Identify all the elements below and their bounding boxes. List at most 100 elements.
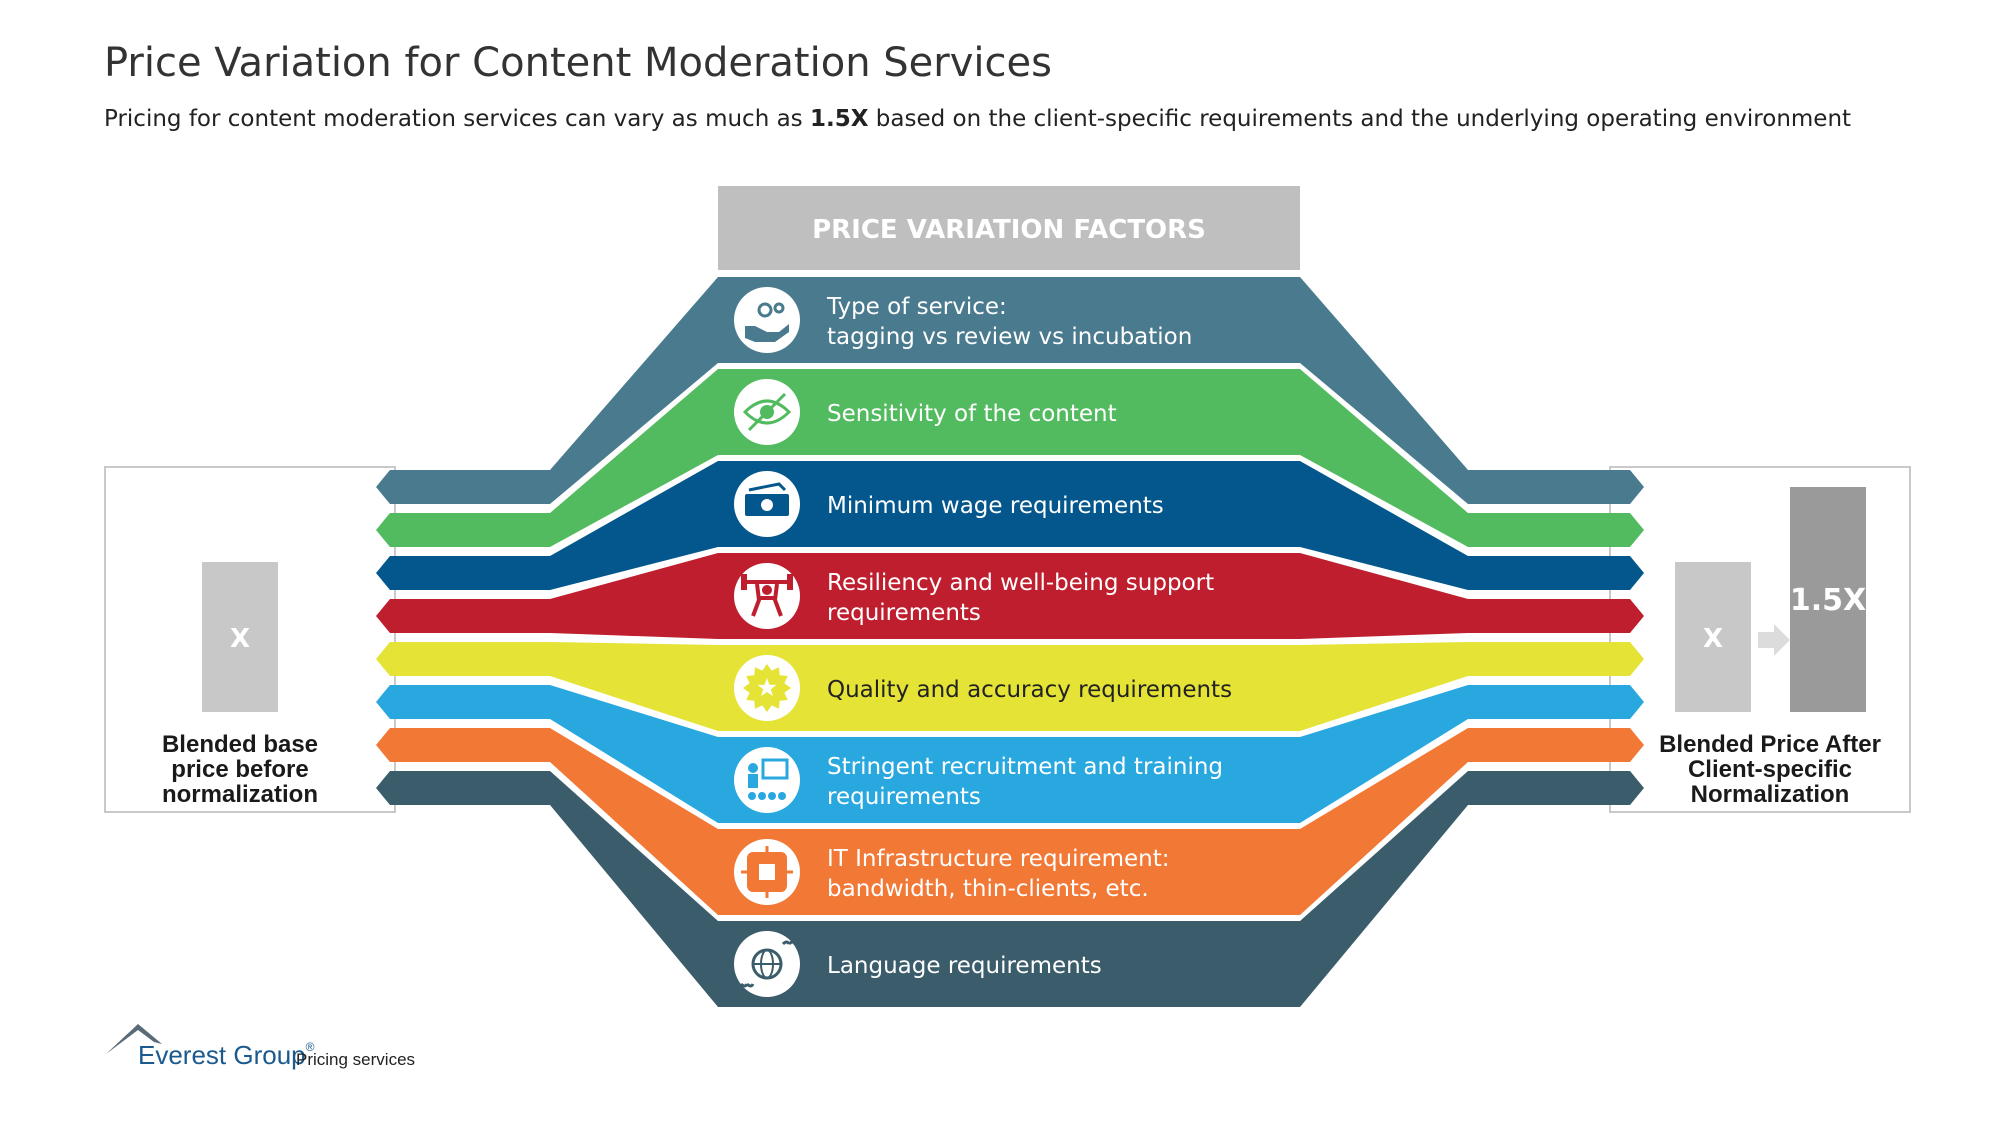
left-chevron-6 xyxy=(376,685,550,719)
factor-band-1: Type of service: tagging vs review vs inc… xyxy=(718,277,1300,363)
left-caption-line-3: normalization xyxy=(161,781,318,808)
brand-service: Pricing services xyxy=(296,1050,416,1069)
factor-band-background xyxy=(718,461,1300,547)
page-subtitle: Pricing for content moderation services … xyxy=(104,106,1851,132)
brand-registered-mark: ® xyxy=(305,1040,315,1054)
right-caption-line-1: Blended Price After xyxy=(1659,731,1881,758)
factor-label-line-1: Stringent recruitment and training xyxy=(827,754,1223,780)
factor-band-background xyxy=(718,277,1300,363)
left-funnel-segment-5 xyxy=(550,642,718,731)
arrow-right-icon xyxy=(1758,624,1790,656)
left-funnel-segment-6 xyxy=(550,685,718,823)
right-chevron-5 xyxy=(1468,642,1644,676)
factor-band-background xyxy=(718,645,1300,731)
factor-bands: Type of service: tagging vs review vs inc… xyxy=(718,277,1300,1007)
left-chevron-2 xyxy=(376,513,550,547)
factors-header-background xyxy=(718,186,1300,270)
factor-label: Minimum wage requirements xyxy=(827,493,1164,519)
right-caption-line-3: Normalization xyxy=(1690,781,1850,808)
subtitle-text-after: based on the client-specific requirement… xyxy=(868,106,1852,132)
factors-header-label: PRICE VARIATION FACTORS xyxy=(812,215,1206,245)
right-chevrons xyxy=(1468,470,1644,805)
factor-band-3: Minimum wage requirements xyxy=(718,461,1300,547)
right-funnel-segment-7 xyxy=(1300,728,1468,915)
left-chevron-4 xyxy=(376,599,550,633)
eye-slash-icon xyxy=(734,379,800,445)
factor-band-2: Sensitivity of the content xyxy=(718,369,1300,455)
right-caption: Blended Price After Client-specific Norm… xyxy=(1630,732,1910,807)
right-chevron-2 xyxy=(1468,513,1644,547)
right-funnel xyxy=(1300,277,1468,1007)
factor-band-background xyxy=(718,737,1300,823)
right-chevron-6 xyxy=(1468,685,1644,719)
factor-band-background xyxy=(718,921,1300,1007)
globe-quote-icon xyxy=(734,931,800,997)
brand-name-text: Everest Group xyxy=(138,1040,306,1070)
factor-label-line-1: Resiliency and well-being support xyxy=(827,570,1214,596)
factor-label-line-2: tagging vs review vs incubation xyxy=(827,324,1192,350)
brand-name: Everest Group® xyxy=(138,1040,314,1071)
factor-band-5: Quality and accuracy requirements xyxy=(718,645,1300,731)
right-funnel-segment-3 xyxy=(1300,461,1468,590)
factor-band-background xyxy=(718,553,1300,639)
base-price-bar xyxy=(202,562,278,712)
left-funnel-segment-2 xyxy=(550,369,718,547)
right-chevron-4 xyxy=(1468,599,1644,633)
base-price-bar-label: X xyxy=(230,624,250,654)
factor-label-line-1: Type of service: xyxy=(826,294,1007,320)
everest-group-logo-icon xyxy=(106,1024,162,1054)
normalized-base-bar xyxy=(1675,562,1751,712)
factor-band-4: Resiliency and well-being support require… xyxy=(718,553,1300,639)
right-chevron-1 xyxy=(1468,470,1644,504)
right-funnel-segment-5 xyxy=(1300,642,1468,731)
right-chevron-7 xyxy=(1468,728,1644,762)
left-chevron-1 xyxy=(376,470,550,504)
trainer-icon xyxy=(734,747,800,813)
factor-label-line-2: requirements xyxy=(827,784,981,810)
factor-label: Quality and accuracy requirements xyxy=(827,677,1232,703)
left-chevron-8 xyxy=(376,771,550,805)
factor-band-background xyxy=(718,829,1300,915)
left-caption: Blended base price before normalization xyxy=(120,732,360,807)
weightlifter-icon xyxy=(734,563,800,629)
chip-icon xyxy=(734,839,800,905)
right-caption-line-2: Client-specific xyxy=(1687,756,1853,783)
right-funnel-segment-4 xyxy=(1300,553,1468,639)
left-chevron-3 xyxy=(376,556,550,590)
factors-header: PRICE VARIATION FACTORS xyxy=(718,186,1300,270)
factor-label-line-2: requirements xyxy=(827,600,981,626)
factor-band-7: IT Infrastructure requirement: bandwidth,… xyxy=(718,829,1300,915)
factor-label-line-1: IT Infrastructure requirement: xyxy=(827,846,1170,872)
left-caption-line-1: Blended base xyxy=(161,731,319,758)
normalized-base-bar-label: X xyxy=(1703,624,1723,654)
right-funnel-segment-2 xyxy=(1300,369,1468,547)
left-funnel-segment-7 xyxy=(550,728,718,915)
left-funnel-segment-8 xyxy=(550,771,718,1007)
normalized-price-bar xyxy=(1790,487,1866,712)
left-funnel-segment-1 xyxy=(550,277,718,504)
right-funnel-segment-1 xyxy=(1300,277,1468,504)
subtitle-text-before: Pricing for content moderation services … xyxy=(104,106,810,132)
left-funnel xyxy=(550,277,718,1007)
price-bars: X X 1.5X xyxy=(202,487,1866,712)
factor-band-background xyxy=(718,369,1300,455)
subtitle-multiplier: 1.5X xyxy=(809,106,869,132)
normalized-price-bar-label: 1.5X xyxy=(1790,583,1866,618)
factor-band-8: Language requirements xyxy=(718,921,1300,1007)
cash-icon xyxy=(734,471,800,537)
factor-band-6: Stringent recruitment and training requir… xyxy=(718,737,1300,823)
right-chevron-8 xyxy=(1468,771,1644,805)
factor-label-line-2: bandwidth, thin-clients, etc. xyxy=(827,876,1149,902)
right-funnel-segment-8 xyxy=(1300,771,1468,1007)
quality-badge-icon xyxy=(734,655,800,721)
left-funnel-segment-3 xyxy=(550,461,718,590)
factor-label: Language requirements xyxy=(827,953,1102,979)
left-chevrons xyxy=(376,470,550,805)
hand-gears-icon xyxy=(734,287,800,353)
right-chevron-3 xyxy=(1468,556,1644,590)
page-title: Price Variation for Content Moderation S… xyxy=(104,40,1052,86)
left-chevron-7 xyxy=(376,728,550,762)
left-caption-line-2: price before xyxy=(171,756,309,783)
left-chevron-5 xyxy=(376,642,550,676)
